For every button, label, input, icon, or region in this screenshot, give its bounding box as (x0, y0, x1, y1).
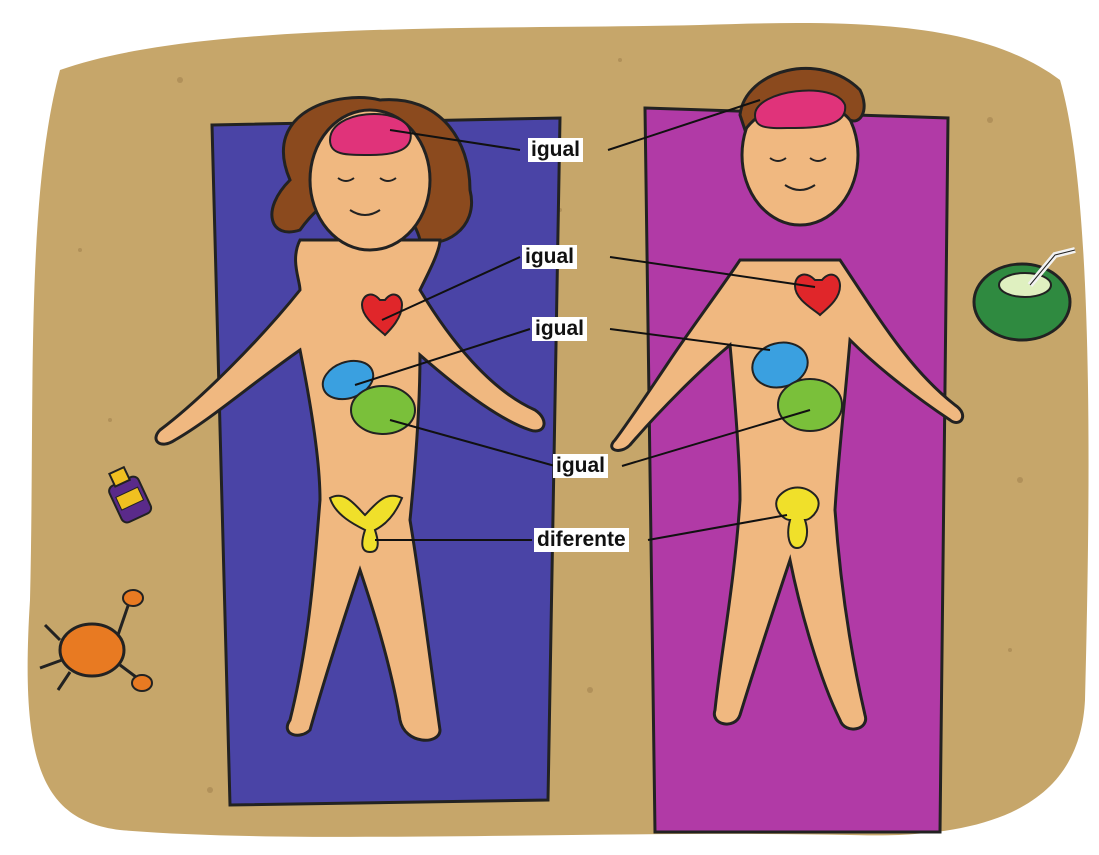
label-heart: igual (522, 245, 577, 269)
woman-liver (351, 386, 415, 434)
label-liver: igual (553, 454, 608, 478)
label-stomach: igual (532, 317, 587, 341)
man-liver (778, 379, 842, 431)
label-reproductive: diferente (534, 528, 629, 552)
label-brain: igual (528, 138, 583, 162)
